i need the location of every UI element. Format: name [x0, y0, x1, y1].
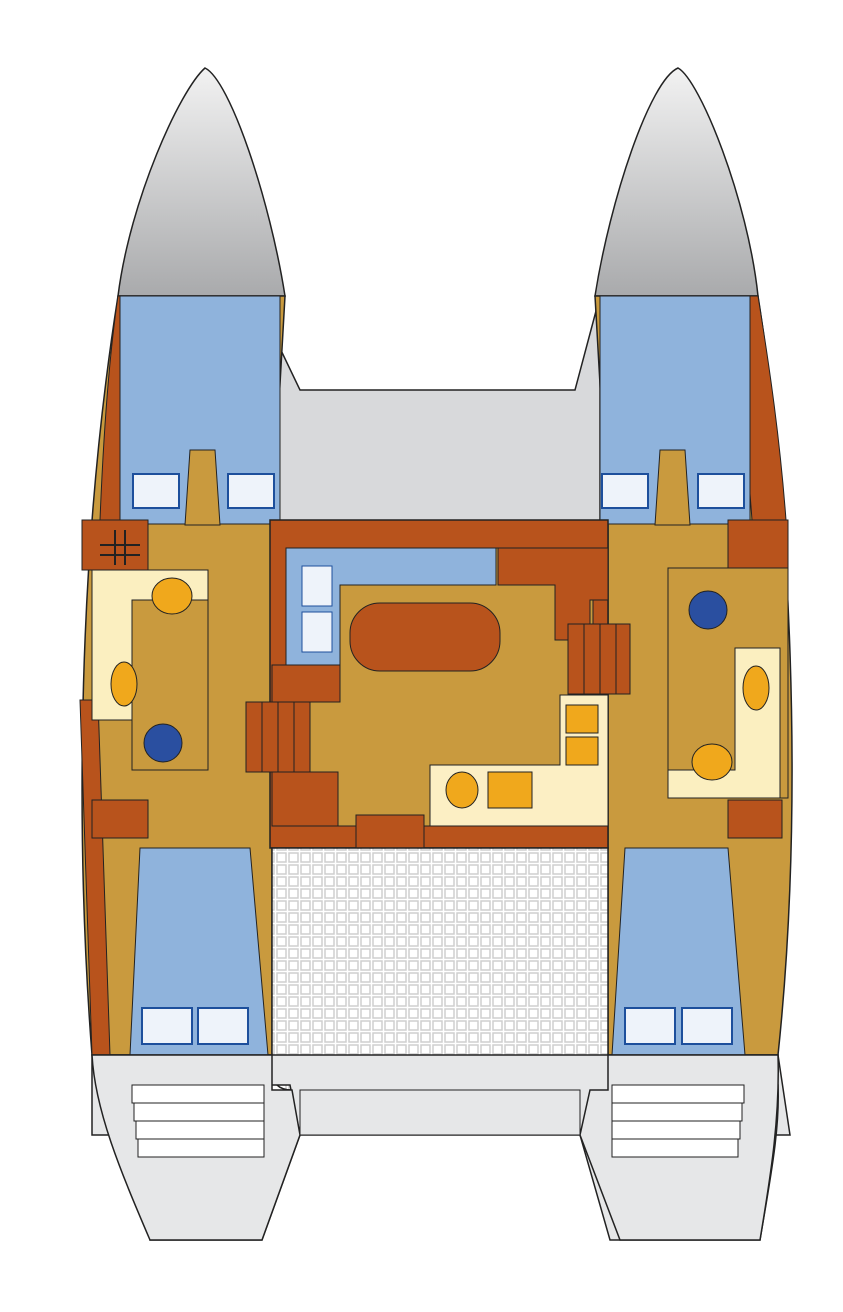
bed-pillow-icon — [141, 1007, 193, 1045]
starboard-storage — [727, 519, 789, 569]
port-aft-storage — [91, 799, 149, 839]
bed-pillow-icon — [227, 473, 275, 509]
bed-pillow-icon — [601, 473, 649, 509]
starboard-swim-step — [611, 1084, 745, 1104]
bridge-deck — [254, 295, 601, 526]
starboard-swim-step — [611, 1120, 741, 1140]
stairs-icon — [131, 1084, 745, 1158]
salon — [245, 519, 631, 876]
stair-lines — [261, 702, 295, 772]
bed-pillow-icon — [681, 1007, 733, 1045]
sink-icon — [742, 665, 770, 711]
port-forward-divider — [184, 449, 221, 526]
port-swim-step — [137, 1138, 265, 1158]
bed-pillow-icon — [697, 473, 745, 509]
stairs-icon — [100, 530, 140, 565]
sink-icon — [445, 771, 479, 809]
bed-pillow-icon — [132, 473, 180, 509]
toilet-icon — [691, 743, 733, 781]
stairs-icon — [567, 623, 631, 695]
shower-icon — [143, 723, 183, 763]
port-bow — [117, 67, 286, 297]
toilet-icon — [151, 577, 193, 615]
starboard-hull — [594, 67, 793, 1056]
stove-icon — [487, 771, 533, 809]
bed-pillow-icon — [624, 1007, 676, 1045]
port-swim-step — [133, 1102, 265, 1122]
starboard-swim-step — [611, 1138, 739, 1158]
port-swim-step — [131, 1084, 265, 1104]
starboard-aft-storage — [727, 799, 783, 839]
stair-lines — [583, 624, 617, 694]
starboard-bow — [594, 67, 759, 297]
bridge-aft — [299, 1089, 581, 1136]
cockpit — [271, 847, 609, 1091]
salon-step — [271, 664, 341, 703]
port-hull — [79, 67, 286, 1056]
shower-icon — [688, 590, 728, 630]
sofa-cushion — [301, 565, 333, 607]
port-swim-step — [135, 1120, 265, 1140]
sofa-cushion — [301, 611, 333, 653]
sink-icon — [110, 661, 138, 707]
table-icon — [349, 602, 501, 672]
sink-icon — [565, 704, 599, 734]
bed-pillow-icon — [197, 1007, 249, 1045]
starboard-swim-step — [611, 1102, 743, 1122]
salon-storage — [271, 771, 339, 827]
starboard-forward-divider — [654, 449, 691, 526]
sink-icon — [565, 736, 599, 766]
